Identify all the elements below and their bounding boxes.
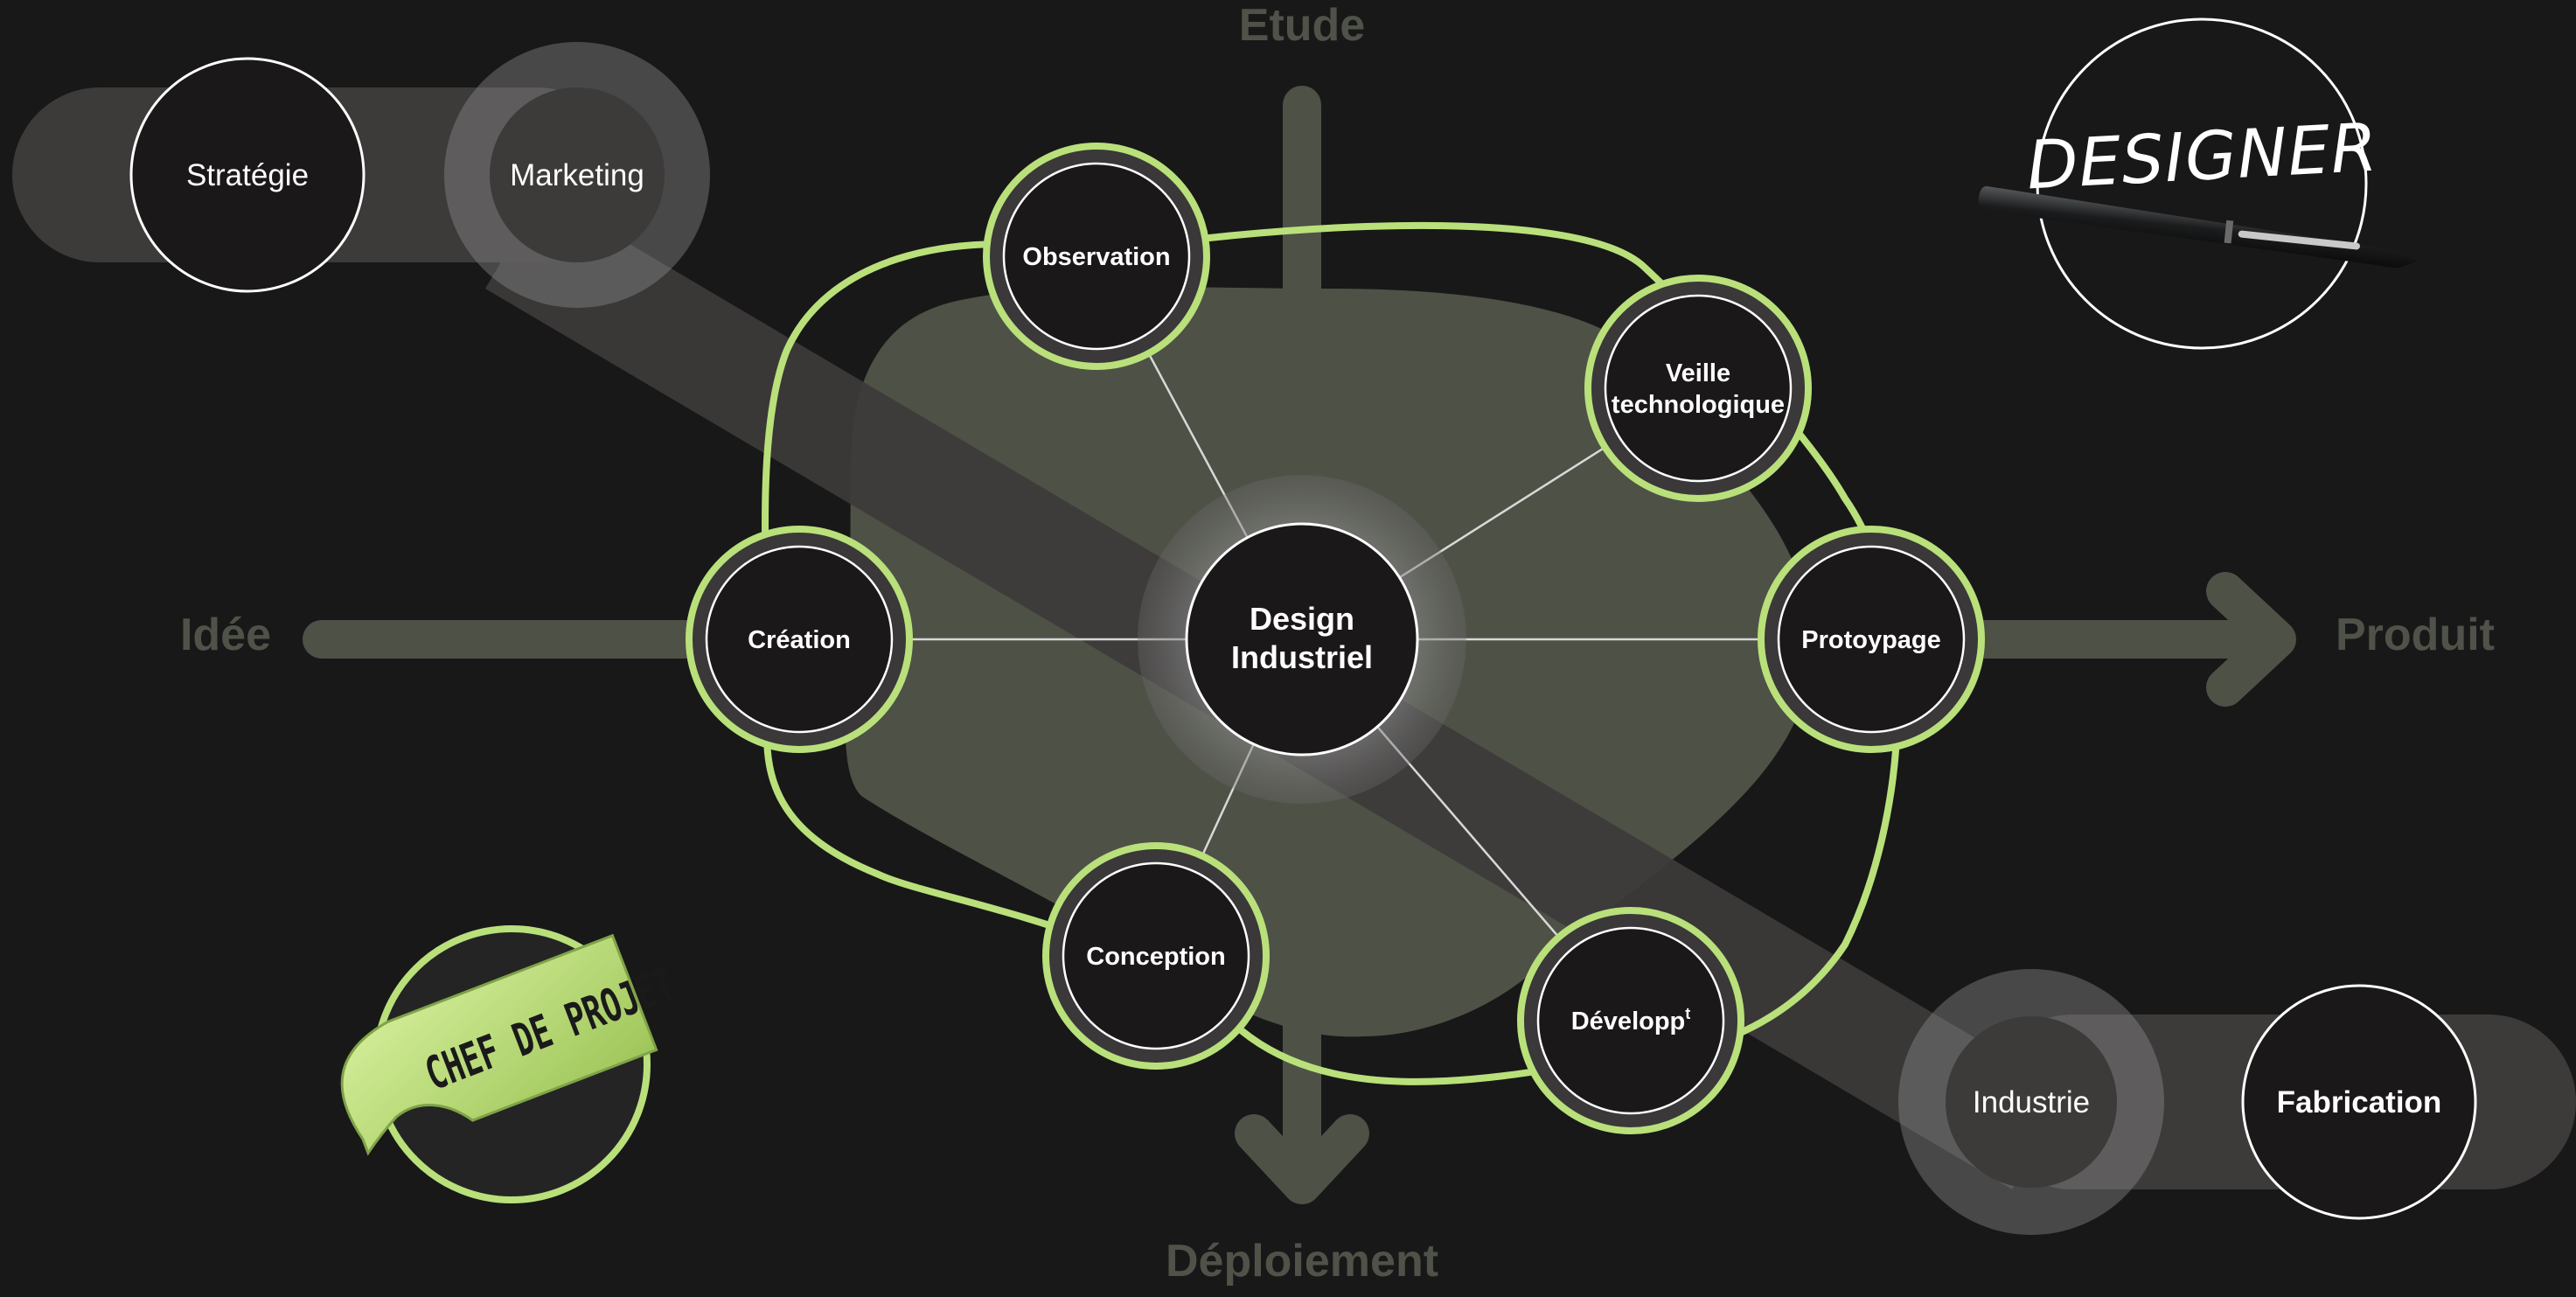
node-veille-technologique-circle (1604, 294, 1793, 483)
pen-icon (1978, 185, 2419, 268)
marketing-circle (490, 87, 665, 262)
node-veille-technologique[interactable]: Veille technologique (1584, 275, 1812, 502)
center-label-line2: Industriel (1231, 639, 1373, 675)
node-observation[interactable]: Observation (983, 143, 1210, 370)
industrie-label: Industrie (1973, 1085, 2090, 1119)
node-creation[interactable]: Création (686, 526, 913, 753)
node-creation-circle (705, 545, 894, 734)
industrie-circle (1946, 1016, 2117, 1188)
fabrication-label: Fabrication (2277, 1085, 2442, 1119)
node-developpement-superscript: t (1685, 1005, 1690, 1022)
node-observation-label: Observation (1022, 243, 1170, 271)
strategie-node[interactable]: Stratégie (129, 57, 366, 293)
node-conception-circle (1062, 861, 1250, 1050)
marketing-node[interactable]: Marketing (444, 42, 710, 308)
node-conception[interactable]: Conception (1042, 842, 1270, 1070)
axis-label-left: Idée (180, 610, 271, 660)
fabrication-circle (2241, 984, 2477, 1220)
node-protoypage[interactable]: Protoypage (1758, 526, 1985, 753)
center-circle (1185, 522, 1419, 757)
node-developpement-label-main: Développ (1571, 1008, 1686, 1036)
down-arrow-head (1235, 1114, 1369, 1204)
marketing-label: Marketing (510, 158, 644, 192)
axis-label-right: Produit (2336, 610, 2495, 660)
fabrication-node[interactable]: Fabrication (2241, 984, 2477, 1220)
node-protoypage-label: Protoypage (1801, 626, 1941, 654)
node-developpement-label: Développt (1571, 1005, 1691, 1036)
right-arrow-head (2206, 572, 2296, 707)
designer-logo: DESIGNER (1978, 17, 2419, 350)
node-veille-technologique-label-2: technologique (1612, 391, 1785, 419)
center-label-line1: Design (1250, 601, 1354, 637)
node-creation-label: Création (748, 626, 851, 654)
node-veille-technologique-label-1: Veille (1666, 359, 1730, 387)
designer-logo-text: DESIGNER (2025, 108, 2380, 205)
designer-logo-circle (2036, 17, 2368, 350)
node-conception-label: Conception (1086, 943, 1226, 971)
node-observation-circle (1002, 162, 1191, 351)
chef-de-projet-badge: CHEF DE PROJET (340, 925, 682, 1203)
center-node[interactable]: Design Industriel (1138, 475, 1466, 804)
axis-label-bottom: Déploiement (1166, 1236, 1438, 1287)
badge-sign (340, 933, 658, 1156)
strategie-label: Stratégie (186, 158, 309, 192)
node-developpement[interactable]: Développt (1517, 907, 1744, 1134)
strategie-circle (129, 57, 366, 293)
axis-label-top: Etude (1239, 0, 1365, 51)
industrie-node[interactable]: Industrie (1898, 969, 2164, 1235)
node-protoypage-circle (1777, 545, 1966, 734)
node-developpement-circle (1536, 926, 1725, 1115)
